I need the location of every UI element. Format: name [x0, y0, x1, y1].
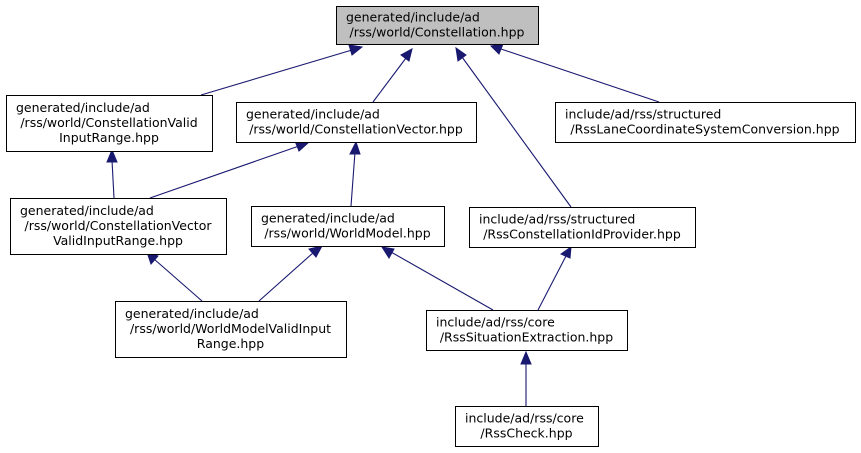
node-constellation-valid-input-range[interactable]: generated/include/ad/rss/world/Constella…	[6, 95, 213, 152]
node-label-line: include/ad/rss/structured	[565, 107, 721, 122]
node-label-line: /rss/world/WorldModelValidInput	[130, 321, 331, 336]
arrowhead-icon	[349, 140, 361, 155]
node-label-line: include/ad/rss/structured	[479, 212, 635, 227]
arrowhead-icon	[106, 148, 118, 163]
node-constellation-vector-valid-input-range[interactable]: generated/include/ad/rss/world/Constella…	[10, 198, 227, 255]
edge-valid-input-range-to-constellation	[200, 49, 353, 96]
node-label-line: generated/include/ad	[125, 306, 259, 321]
node-constellation-id-provider[interactable]: include/ad/rss/structured/RssConstellati…	[469, 207, 696, 248]
node-box	[455, 406, 599, 447]
node-label-line: Range.hpp	[197, 336, 264, 351]
node-label-line: /rss/world/ConstellationVector	[25, 218, 213, 233]
edge-wm-valid-to-world-model	[258, 251, 315, 302]
node-label-line: /rss/world/ConstellationVector.hpp	[249, 122, 463, 137]
edge-lane-conversion-to-constellation	[500, 48, 660, 103]
node-label-line: /RssLaneCoordinateSystemConversion.hpp	[570, 122, 839, 137]
node-label-line: /rss/world/WorldModel.hpp	[264, 226, 430, 241]
arrowhead-icon	[348, 44, 364, 56]
node-box	[555, 102, 856, 143]
node-box	[469, 207, 696, 248]
node-label-line: InputRange.hpp	[59, 130, 159, 145]
node-label-line: include/ad/rss/core	[465, 411, 584, 426]
edge-vector-valid-to-vector	[149, 145, 300, 199]
node-label-line: /RssCheck.hpp	[480, 426, 572, 441]
edge-situation-to-id-provider	[537, 255, 567, 311]
node-box	[115, 301, 347, 358]
edge-vector-valid-to-valid-input-range	[111, 159, 115, 199]
arrowhead-icon	[308, 245, 323, 258]
node-constellation-vector[interactable]: generated/include/ad/rss/world/Constella…	[236, 102, 477, 143]
node-label-line: generated/include/ad	[246, 107, 380, 122]
node-world-model-valid-input-range[interactable]: generated/include/ad/rss/world/WorldMode…	[115, 301, 347, 358]
node-box	[336, 6, 539, 45]
edge-vector-to-constellation	[372, 57, 407, 103]
arrowhead-icon	[559, 245, 572, 259]
arrowhead-icon	[489, 43, 504, 55]
node-world-model[interactable]: generated/include/ad/rss/world/WorldMode…	[251, 206, 445, 247]
edge-world-model-to-vector	[350, 151, 356, 207]
edge-id-provider-to-constellation	[461, 56, 572, 208]
node-label-line: /rss/world/ConstellationValid	[20, 115, 197, 130]
node-label-line: /rss/world/Constellation.hpp	[350, 25, 525, 40]
edge-wm-valid-to-vector-valid	[153, 258, 203, 302]
node-constellation[interactable]: generated/include/ad/rss/world/Constella…	[336, 6, 539, 45]
node-box	[251, 206, 445, 247]
arrowhead-icon	[380, 246, 395, 259]
node-label-line: /RssSituationExtraction.hpp	[440, 330, 613, 345]
node-label-line: include/ad/rss/core	[436, 315, 555, 330]
node-box	[6, 95, 213, 152]
node-rss-check[interactable]: include/ad/rss/core/RssCheck.hpp	[455, 406, 599, 447]
node-label-line: generated/include/ad	[261, 211, 395, 226]
arrowhead-icon	[520, 350, 532, 365]
node-box	[236, 102, 477, 143]
node-label-line: generated/include/ad	[20, 203, 154, 218]
arrowhead-icon	[400, 48, 413, 62]
node-label-line: /RssConstellationIdProvider.hpp	[483, 227, 681, 242]
node-lane-coordinate-system-conversion[interactable]: include/ad/rss/structured/RssLaneCoordin…	[555, 102, 856, 143]
node-label-line: generated/include/ad	[346, 10, 480, 25]
edge-situation-to-world-model	[390, 251, 494, 311]
node-label-line: generated/include/ad	[16, 100, 150, 115]
node-situation-extraction[interactable]: include/ad/rss/core/RssSituationExtracti…	[426, 310, 628, 351]
node-box	[10, 198, 227, 255]
node-label-line: ValidInputRange.hpp	[53, 233, 183, 248]
node-box	[426, 310, 628, 351]
arrowhead-icon	[455, 46, 467, 62]
